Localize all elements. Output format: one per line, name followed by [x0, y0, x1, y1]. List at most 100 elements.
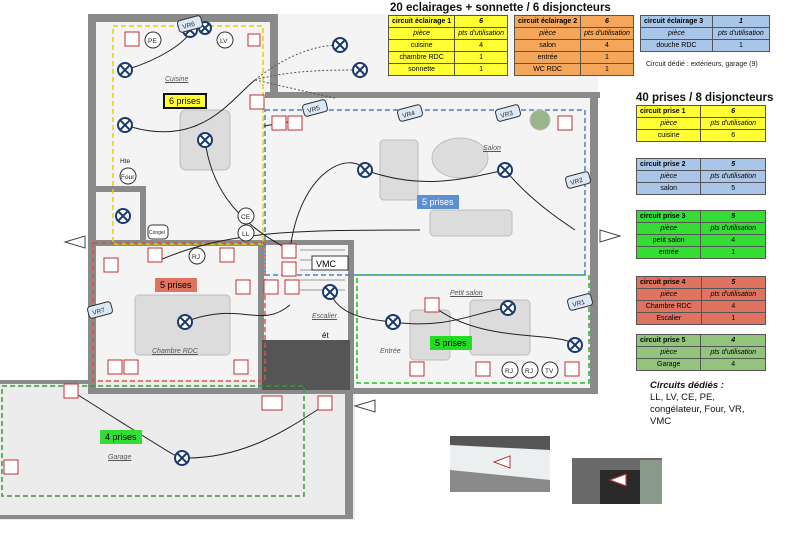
title: circuit prise 5: [635, 334, 702, 347]
col-pts: pts d'utilisation: [700, 170, 766, 183]
zone-label-salon: 5 prises: [417, 195, 459, 209]
pts: 4: [454, 39, 508, 52]
col-piece: pièce: [636, 288, 702, 301]
title: circuit prise 3: [635, 210, 702, 223]
count: 6: [454, 15, 508, 28]
col-pts: pts d'utilisation: [454, 27, 508, 40]
pts: 5: [700, 182, 766, 195]
room: Escalier: [636, 312, 702, 325]
count: 6: [700, 105, 766, 118]
pts: 4: [580, 39, 634, 52]
garage-floor: [0, 380, 355, 520]
dedicated-line-3: VMC: [650, 416, 672, 427]
photo-wall-light: [450, 436, 550, 492]
count: 6: [580, 15, 634, 28]
room: chambre RDC: [387, 51, 456, 64]
room-label-salon: Salon: [483, 145, 501, 152]
room: douche RDC: [640, 39, 713, 52]
pts: 1: [700, 246, 766, 259]
rj-label-2: RJ: [505, 368, 513, 375]
lv-label: LV: [220, 38, 228, 45]
lighting-heading: 20 eclairages + sonnette / 6 disjoncteur…: [390, 2, 611, 14]
col-pts: pts d'utilisation: [711, 27, 771, 40]
col-pts: pts d'utilisation: [580, 27, 634, 40]
socket-points: [3, 31, 580, 475]
tv-label: TV: [545, 368, 554, 375]
vmc-label: VMC: [316, 259, 337, 269]
vr6-label: VR6: [182, 21, 196, 31]
count: 5: [700, 210, 766, 223]
light-points: [115, 21, 583, 466]
room: cuisine: [387, 39, 456, 52]
zone-label-chambre: 5 prises: [155, 278, 197, 292]
room: entrée: [635, 246, 702, 259]
photo-garage-light: [572, 458, 662, 504]
pts: 1: [454, 63, 508, 76]
col-piece: pièce: [387, 27, 456, 40]
room: WC RDC: [513, 63, 582, 76]
pts: 1: [711, 39, 771, 52]
ll-label: LL: [242, 231, 250, 238]
title: circuit prise 4: [636, 276, 702, 289]
vr1-label: VR1: [572, 299, 586, 309]
et-label: ét: [322, 331, 329, 340]
col-piece: pièce: [635, 117, 702, 130]
col-pts: pts d'utilisation: [700, 288, 767, 301]
title: circuit éclairage 3: [640, 15, 713, 28]
zone-outline-chambre: [92, 242, 266, 382]
title: circuit prise 1: [635, 105, 702, 118]
count: 5: [700, 276, 767, 289]
pts: 4: [700, 234, 766, 247]
pts: 1: [454, 51, 508, 64]
pts: 4: [700, 300, 767, 313]
equipment: PE LV CE LL RJ RJ RJ TV Four Congel: [119, 31, 559, 379]
walls: [0, 14, 600, 519]
dedicated-line-2: congélateur, Four, VR,: [650, 404, 745, 415]
pe-label: PE: [148, 38, 157, 45]
vmc-box: [311, 255, 349, 271]
room: salon: [513, 39, 582, 52]
zone-outline-petit-salon: [356, 274, 590, 384]
vr4-label: VR4: [402, 110, 416, 120]
count: 1: [711, 15, 771, 28]
ce-label: CE: [241, 214, 251, 221]
col-piece: pièce: [513, 27, 582, 40]
vr-tags: VR6 VR5 VR4 VR3 VR2 VR1 VR7: [87, 15, 593, 319]
room: cuisine: [635, 129, 702, 142]
zone-label-garage: 4 prises: [100, 430, 142, 444]
hte-label: Hte: [120, 158, 131, 165]
room: sonnette: [387, 63, 456, 76]
pts: 1: [580, 63, 634, 76]
pts: 1: [580, 51, 634, 64]
room-label-cuisine: Cuisine: [165, 76, 189, 83]
dedicated-title: Circuits dédiés :: [650, 380, 724, 391]
zone-label-petit-salon: 5 prises: [430, 336, 472, 350]
title: circuit éclairage 1: [387, 15, 456, 28]
zone-outline-garage: [1, 385, 305, 497]
col-pts: pts d'utilisation: [700, 222, 766, 235]
pts: 4: [700, 358, 766, 371]
room-label-petit-salon: Petit salon: [450, 290, 483, 297]
room-label-chambre: Chambre RDC: [152, 348, 198, 355]
title: circuit prise 2: [635, 158, 702, 171]
room-label-escalier: Escalier: [312, 313, 337, 320]
pts: 1: [700, 312, 767, 325]
col-piece: pièce: [640, 27, 713, 40]
title: circuit éclairage 2: [513, 15, 582, 28]
col-piece: pièce: [635, 170, 702, 183]
vr2-label: VR2: [570, 177, 584, 187]
furniture: [134, 109, 551, 361]
count: 5: [700, 158, 766, 171]
rj-label-3: RJ: [525, 368, 533, 375]
room: salon: [635, 182, 702, 195]
dedicated-line-1: LL, LV, CE, PE,: [650, 392, 715, 403]
vr7-label: VR7: [92, 307, 106, 317]
